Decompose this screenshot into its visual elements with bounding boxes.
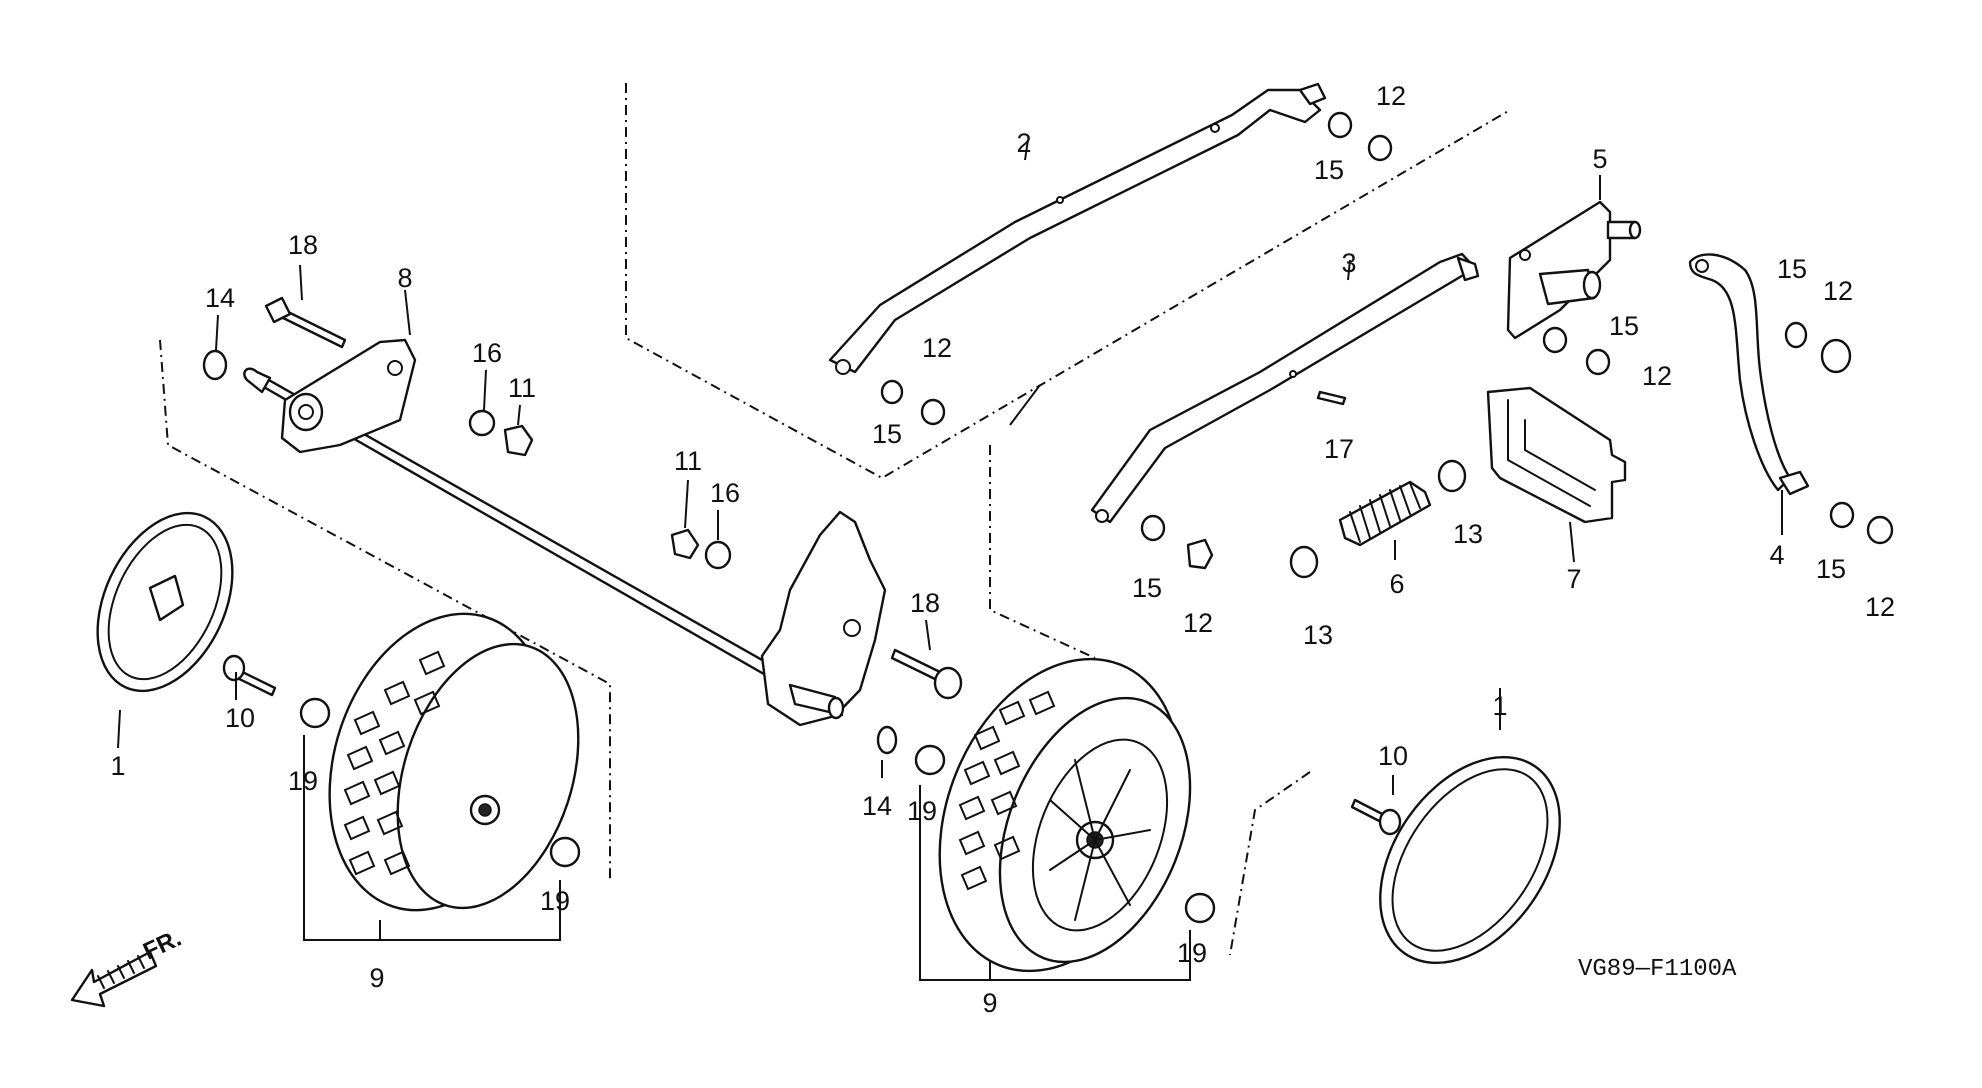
- callout-6: 6: [1389, 569, 1404, 599]
- callout-4: 4: [1769, 540, 1784, 570]
- washer-15-b: [880, 379, 904, 405]
- callout-13-a: 13: [1453, 519, 1483, 549]
- pin-17: [1316, 390, 1347, 406]
- callout-9-left: 9: [369, 963, 384, 993]
- callout-17: 17: [1324, 434, 1354, 464]
- callout-12-c: 12: [1183, 608, 1213, 638]
- callout-15-e: 15: [1777, 254, 1807, 284]
- hardware: [202, 111, 1894, 924]
- washer-15-d: [1542, 326, 1568, 354]
- callout-19-d: 19: [1177, 938, 1207, 968]
- nut-12-d: [1585, 348, 1611, 376]
- hub-cap-left: [96, 511, 234, 693]
- callout-numbers: 1 1 2 3 4 5 6 7 8 9 9 10 10 11 11 12 12 …: [110, 81, 1895, 1018]
- callout-15-f: 15: [1816, 554, 1846, 584]
- washer-14-left: [202, 349, 228, 381]
- callout-12-d: 12: [1642, 361, 1672, 391]
- callout-16-center: 16: [710, 478, 740, 508]
- nut-12-b: [920, 398, 946, 426]
- callout-15-d: 15: [1609, 311, 1639, 341]
- callout-16-left: 16: [472, 338, 502, 368]
- callout-12-f: 12: [1865, 592, 1895, 622]
- callout-11-left: 11: [508, 373, 536, 403]
- washer-13-b: [1289, 545, 1319, 579]
- bolt-10-right: [1350, 798, 1402, 836]
- washer-14-right: [876, 725, 898, 755]
- nut-12-a: [1367, 134, 1393, 162]
- handle-arm-upper: [828, 82, 1327, 375]
- callout-3: 3: [1341, 248, 1356, 278]
- callout-13-b: 13: [1303, 620, 1333, 650]
- bolt-10-left: [222, 654, 277, 697]
- callout-19-c: 19: [907, 796, 937, 826]
- callout-12-a: 12: [1376, 81, 1406, 111]
- front-direction-indicator: FR.: [70, 925, 186, 1008]
- callout-15-a: 15: [1314, 155, 1344, 185]
- callout-5: 5: [1592, 144, 1607, 174]
- callout-14-right: 14: [862, 791, 892, 821]
- leader-lines: [117, 139, 1783, 981]
- callout-9-right: 9: [982, 988, 997, 1018]
- bolt-18-left: [264, 296, 347, 349]
- washer-13-a: [1437, 459, 1467, 493]
- wheel-left: [328, 612, 580, 912]
- callout-8: 8: [397, 263, 412, 293]
- nut-19-b: [549, 836, 581, 868]
- callout-1-left: 1: [110, 751, 125, 781]
- callout-18-left: 18: [288, 230, 318, 260]
- washer-16-center: [704, 540, 732, 570]
- arm-4: [1688, 253, 1810, 496]
- bolt-18-right: [890, 648, 963, 700]
- nut-12-f: [1866, 515, 1894, 545]
- wheel-right: [938, 657, 1192, 973]
- callout-1-right: 1: [1492, 691, 1507, 721]
- callout-2: 2: [1016, 128, 1031, 158]
- washer-16-left: [468, 409, 496, 437]
- callout-12-b: 12: [922, 333, 952, 363]
- nut-19-a: [299, 697, 331, 729]
- callout-15-c: 15: [1132, 573, 1162, 603]
- axle-8: [243, 338, 887, 727]
- washer-15-f: [1829, 501, 1855, 529]
- callout-14-left: 14: [205, 283, 235, 313]
- spring-6: [1338, 480, 1432, 547]
- hub-cap-right: [1379, 755, 1561, 965]
- bracket-5: [1506, 200, 1642, 340]
- callout-7: 7: [1566, 564, 1581, 594]
- washer-15-e: [1784, 321, 1808, 349]
- nut-12-c: [1186, 538, 1214, 570]
- figure-code: VG89—F1100A: [1578, 956, 1737, 983]
- callout-19-b: 19: [540, 886, 570, 916]
- handle-arm-lower: [1090, 252, 1480, 524]
- assembly-outline-lines: [159, 83, 1511, 956]
- callout-19-a: 19: [288, 766, 318, 796]
- washer-15-c: [1140, 514, 1166, 542]
- nut-11-left: [503, 424, 534, 457]
- nut-19-d: [1184, 892, 1216, 924]
- callout-10-right: 10: [1378, 741, 1408, 771]
- callout-12-e: 12: [1823, 276, 1853, 306]
- callout-15-b: 15: [872, 419, 902, 449]
- callout-18-right: 18: [910, 588, 940, 618]
- callout-11-center: 11: [674, 446, 702, 476]
- callout-10-left: 10: [225, 703, 255, 733]
- nut-19-c: [914, 744, 946, 776]
- cap-12-e: [1820, 338, 1852, 374]
- nut-11-center: [670, 528, 700, 560]
- washer-15-a: [1327, 111, 1353, 139]
- bracket-7: [1486, 386, 1627, 524]
- arrow-left-icon: [70, 950, 158, 1008]
